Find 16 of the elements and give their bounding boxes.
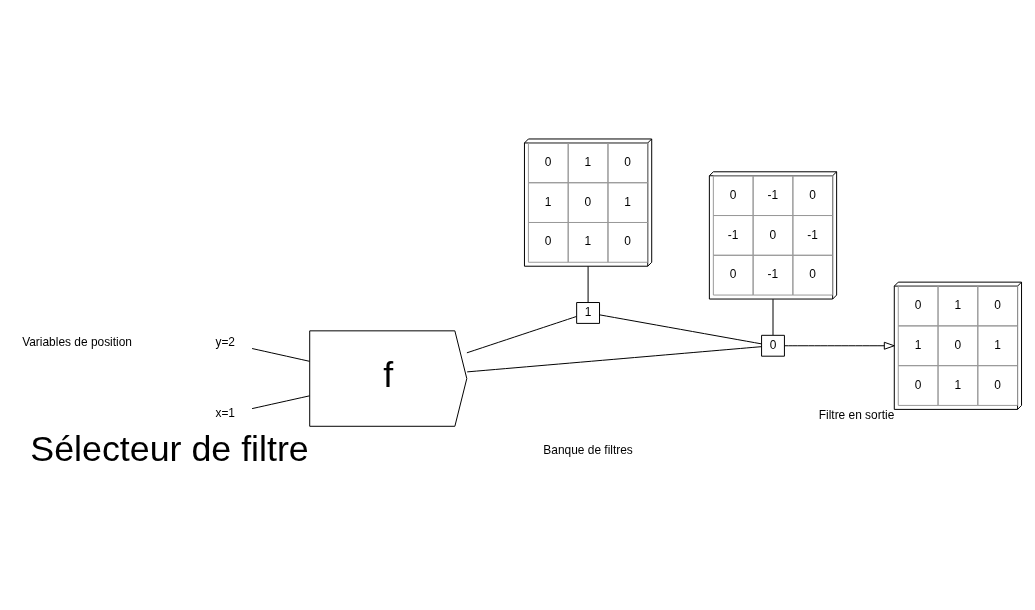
label: Banque de filtres [543, 442, 633, 457]
node-text: x=1 [215, 405, 235, 420]
connector [587, 265, 589, 303]
node-text: y=2 [215, 334, 235, 349]
connector [466, 345, 762, 372]
connector [772, 298, 774, 335]
node-box: 0 [761, 334, 785, 357]
node-box: 1 [576, 301, 600, 324]
node-label: Filtre en sortie [818, 407, 895, 422]
arrow [784, 341, 895, 350]
label: Variables de position [22, 334, 132, 349]
node-label: Sélecteur de filtre [30, 428, 309, 469]
connector [466, 315, 577, 353]
connector [251, 347, 311, 362]
connector [599, 313, 762, 344]
connector [251, 394, 311, 409]
